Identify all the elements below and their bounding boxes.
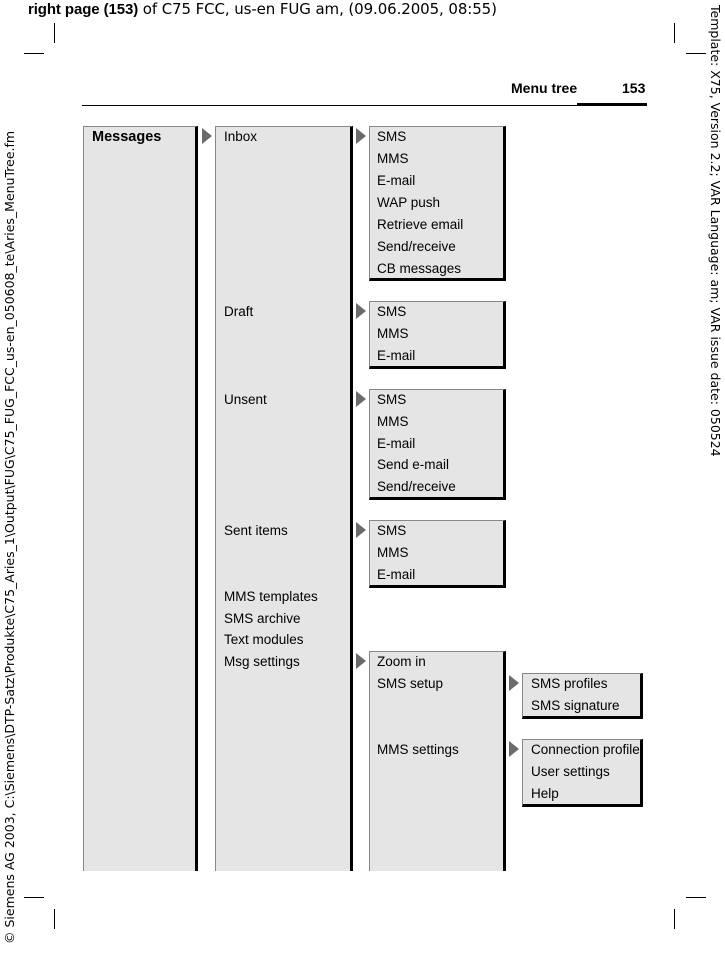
mms-settings-user-settings[interactable]: User settings xyxy=(531,764,610,779)
menu-column-msg-settings xyxy=(369,651,506,871)
mms-settings-help[interactable]: Help xyxy=(531,786,559,801)
crop-mark xyxy=(674,909,675,929)
submenu-arrow-icon xyxy=(356,391,366,407)
submenu-arrow-icon xyxy=(356,303,366,319)
sent-sms[interactable]: SMS xyxy=(377,523,407,538)
inbox-email[interactable]: E-mail xyxy=(377,173,416,188)
inbox-sms[interactable]: SMS xyxy=(377,129,407,144)
inbox-wap-push[interactable]: WAP push xyxy=(377,195,441,210)
sms-setup-signature[interactable]: SMS signature xyxy=(531,698,620,713)
unsent-send-receive[interactable]: Send/receive xyxy=(377,479,456,494)
inbox-mms[interactable]: MMS xyxy=(377,151,409,166)
side-template-info: Template: X75, Version 2.2; VAR Language… xyxy=(708,5,723,457)
menu-item-sent-items[interactable]: Sent items xyxy=(224,523,288,538)
submenu-sms-setup xyxy=(522,673,643,719)
submenu-arrow-icon xyxy=(202,128,212,144)
inbox-retrieve-email[interactable]: Retrieve email xyxy=(377,217,464,232)
unsent-mms[interactable]: MMS xyxy=(377,414,409,429)
menu-item-inbox[interactable]: Inbox xyxy=(224,129,258,144)
msg-settings-zoom-in[interactable]: Zoom in xyxy=(377,654,426,669)
draft-sms[interactable]: SMS xyxy=(377,304,407,319)
msg-settings-mms-settings[interactable]: MMS settings xyxy=(377,742,459,757)
menu-item-mms-templates[interactable]: MMS templates xyxy=(224,589,318,604)
crop-mark xyxy=(24,897,44,898)
unsent-send-email[interactable]: Send e-mail xyxy=(377,457,450,472)
side-file-path: © Siemens AG 2003, C:\Siemens\DTP-Satz\P… xyxy=(2,130,17,944)
slug-bold: right page (153) xyxy=(28,1,139,18)
submenu-unsent xyxy=(369,389,506,500)
unsent-sms[interactable]: SMS xyxy=(377,392,407,407)
draft-email[interactable]: E-mail xyxy=(377,348,416,363)
inbox-cb-messages[interactable]: CB messages xyxy=(377,261,462,276)
inbox-send-receive[interactable]: Send/receive xyxy=(377,239,456,254)
submenu-arrow-icon xyxy=(509,741,519,757)
menu-item-draft[interactable]: Draft xyxy=(224,304,254,319)
msg-settings-sms-setup[interactable]: SMS setup xyxy=(377,676,444,691)
header-rule xyxy=(82,105,647,106)
submenu-arrow-icon xyxy=(356,128,366,144)
header-rule-accent xyxy=(577,103,647,106)
submenu-mms-settings xyxy=(522,739,643,807)
submenu-draft xyxy=(369,301,506,369)
sms-setup-profiles[interactable]: SMS profiles xyxy=(531,676,608,691)
menu-item-sms-archive[interactable]: SMS archive xyxy=(224,611,301,626)
unsent-email[interactable]: E-mail xyxy=(377,436,416,451)
submenu-arrow-icon xyxy=(509,675,519,691)
mms-settings-connection-profile[interactable]: Connection profile: xyxy=(531,742,644,757)
crop-mark xyxy=(24,53,44,54)
menu-item-msg-settings[interactable]: Msg settings xyxy=(224,654,300,669)
submenu-inbox xyxy=(369,126,506,281)
slug-rest: of C75 FCC, us-en FUG am, (09.06.2005, 0… xyxy=(138,0,497,18)
sent-mms[interactable]: MMS xyxy=(377,545,409,560)
submenu-sent-items xyxy=(369,520,506,588)
menu-item-unsent[interactable]: Unsent xyxy=(224,392,267,407)
sent-email[interactable]: E-mail xyxy=(377,567,416,582)
crop-mark xyxy=(674,23,675,43)
crop-mark xyxy=(686,897,706,898)
slug-line: right page (153) of C75 FCC, us-en FUG a… xyxy=(28,0,497,19)
crop-mark xyxy=(54,23,55,43)
crop-mark xyxy=(686,53,706,54)
menu-column-root xyxy=(83,126,198,871)
section-title: Menu tree xyxy=(511,80,578,96)
menu-column-messages xyxy=(215,126,353,871)
draft-mms[interactable]: MMS xyxy=(377,326,409,341)
submenu-arrow-icon xyxy=(356,522,366,538)
menu-item-text-modules[interactable]: Text modules xyxy=(224,632,304,647)
page-number: 153 xyxy=(622,80,646,96)
menu-item-messages[interactable]: Messages xyxy=(92,129,162,145)
crop-mark xyxy=(54,909,55,929)
submenu-arrow-icon xyxy=(356,653,366,669)
